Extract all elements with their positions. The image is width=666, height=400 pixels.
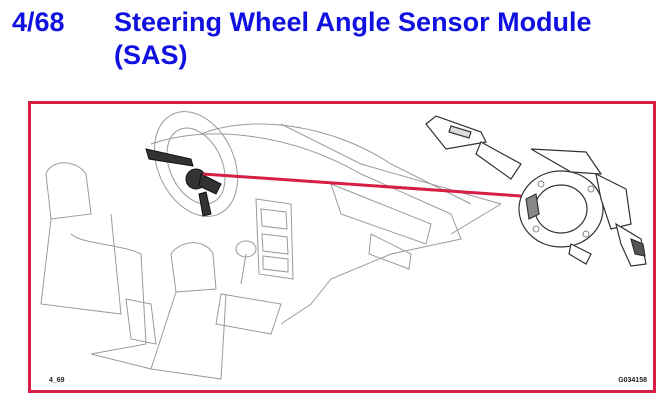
illustration-frame: 4_69 G034158: [28, 101, 656, 393]
page-title: Steering Wheel Angle Sensor Module (SAS): [114, 7, 592, 70]
figure-ref-right: G034158: [618, 377, 647, 384]
section-number: 4/68: [12, 7, 65, 37]
callout-line: [202, 172, 522, 198]
figure-ref-left: 4_69: [49, 377, 65, 384]
car-interior-illustration: [40, 111, 647, 380]
